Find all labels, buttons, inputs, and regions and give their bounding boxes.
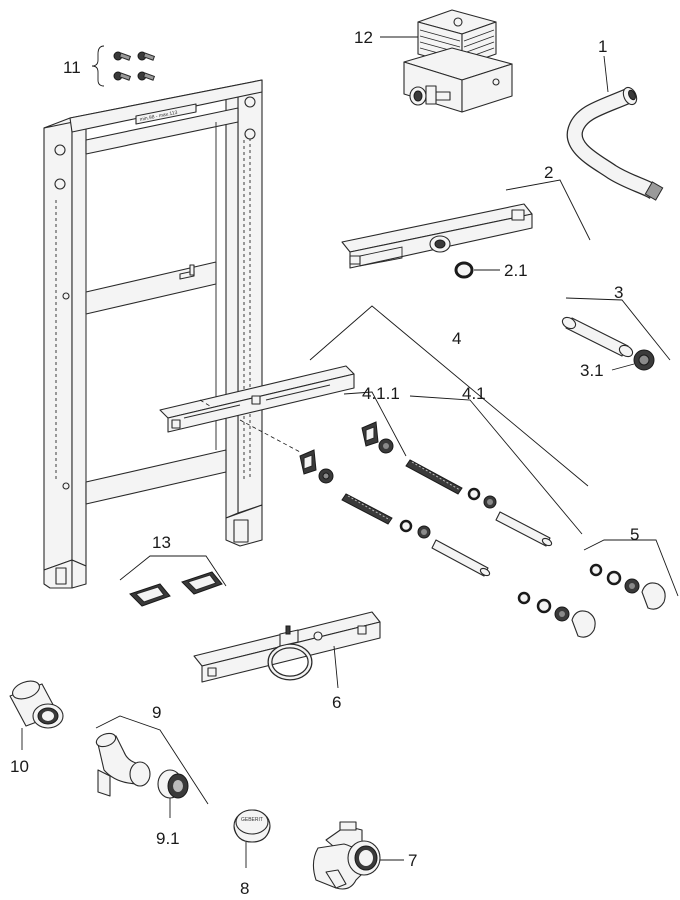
callout-3: 3 (614, 283, 623, 302)
screw (137, 71, 156, 81)
leader-group-4 (309, 305, 589, 487)
threaded-rod-right (405, 459, 463, 495)
callout-8: 8 (240, 879, 249, 898)
callout-2: 2 (544, 163, 553, 182)
frame-perforations (55, 138, 251, 480)
screw (113, 51, 132, 61)
nut-part-3-1 (633, 349, 655, 371)
callout-4: 4 (452, 329, 461, 348)
protective-cap-part-8: GEBERIT (233, 809, 271, 843)
callout-7: 7 (408, 851, 417, 870)
callout-4-1: 4.1 (462, 384, 486, 403)
flexible-pipe-part-1 (566, 86, 664, 201)
nut-left-2 (417, 525, 431, 539)
cap-set-lower (517, 591, 596, 638)
callout-13: 13 (152, 533, 171, 552)
screws-part-11 (91, 45, 156, 87)
callout-9: 9 (152, 703, 161, 722)
callout-12: 12 (354, 28, 373, 47)
callout-9-1: 9.1 (156, 829, 180, 848)
callout-6: 6 (332, 693, 341, 712)
callout-1: 1 (598, 37, 607, 56)
nut-4-1-1 (378, 438, 394, 454)
crossbar-part-6 (193, 611, 381, 683)
screw (113, 71, 132, 81)
clamp-part-4-1-1 (361, 421, 379, 447)
cap-set-part-5 (589, 563, 666, 610)
crossbar-part-2 (341, 179, 591, 269)
callout-4-1-1: 4.1.1 (362, 384, 400, 403)
washer-left (399, 519, 413, 533)
pipe-piece-part-3 (561, 297, 671, 361)
clamp-left (299, 449, 317, 475)
callout-11: 11 (63, 58, 81, 77)
screw (137, 51, 156, 61)
nut-left (318, 468, 334, 484)
pipe-right (495, 511, 553, 547)
mounting-frame: min.98 - max.113 (43, 79, 263, 589)
callout-3-1: 3.1 (580, 361, 604, 380)
brackets-part-13 (129, 571, 223, 607)
pipe-coupler-part-10 (9, 680, 64, 729)
gasket-part-2-1 (454, 261, 474, 279)
pipe-left (431, 539, 491, 577)
installation-box-part-12 (403, 9, 513, 113)
drain-trap-part-7 (312, 821, 381, 890)
bend-part-9 (95, 732, 151, 797)
washer-right (467, 487, 481, 501)
callout-5: 5 (630, 525, 639, 544)
nut-right (483, 495, 497, 509)
reducer-part-9-1 (157, 769, 189, 799)
callout-2-1: 2.1 (504, 261, 528, 280)
cap-logo-text: GEBERIT (241, 817, 263, 823)
callout-10: 10 (10, 757, 29, 776)
threaded-rod-left (341, 493, 393, 525)
